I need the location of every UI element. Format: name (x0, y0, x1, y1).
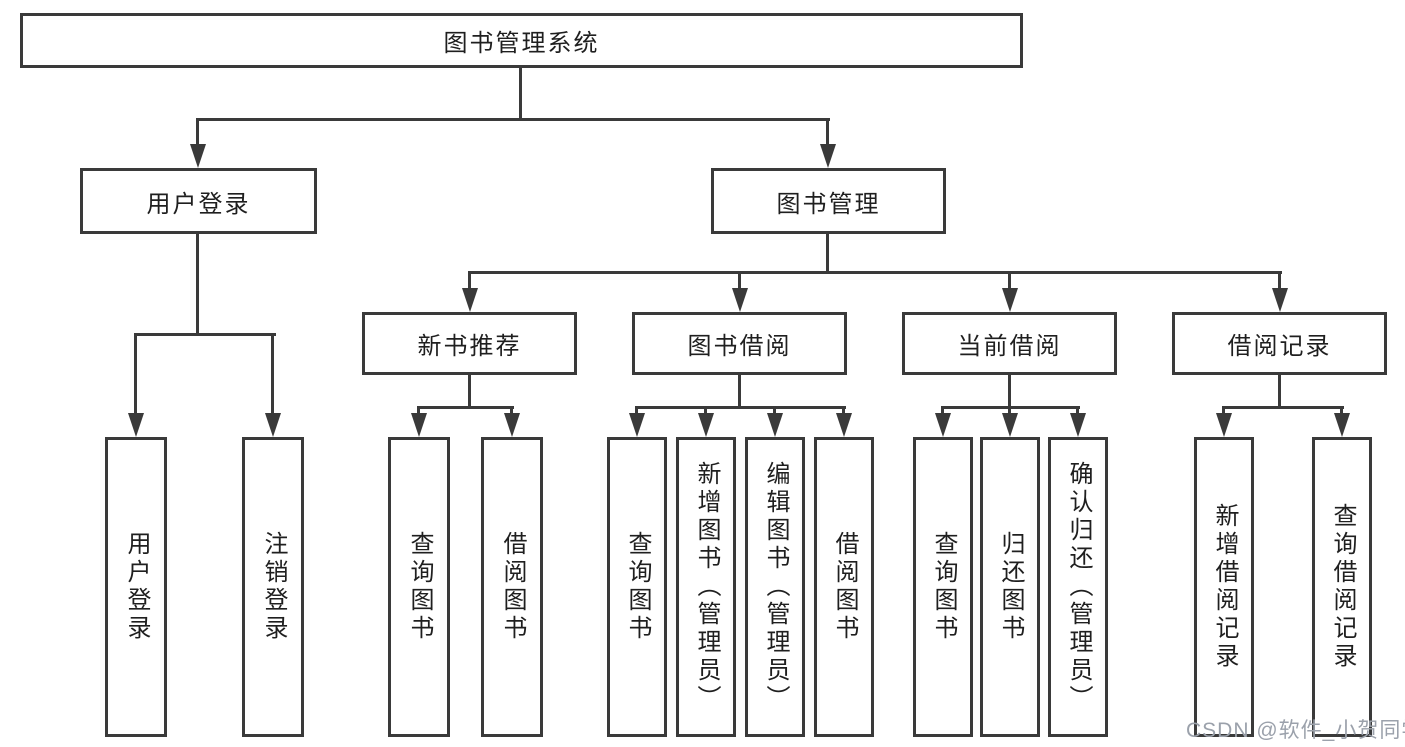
node-root-label: 图书管理系统 (443, 30, 600, 57)
connector-to-book-borrow (738, 271, 741, 291)
node-current-borrow: 当前借阅 (902, 312, 1117, 375)
arrow-down-icon (1334, 413, 1350, 437)
connector-to-leaf-login (134, 333, 137, 417)
arrow-down-icon (1216, 413, 1232, 437)
connector-to-borrow-records (1278, 271, 1281, 291)
leaf-logout-label: 注销登录 (260, 531, 287, 643)
node-borrow-records: 借阅记录 (1172, 312, 1387, 375)
node-borrow-records-label: 借阅记录 (1227, 333, 1332, 360)
connector-root-split (196, 118, 830, 121)
leaf-borrow-edit: 编辑图书（管理员） (745, 437, 805, 737)
connector-book-mgmt-split (468, 271, 1282, 274)
arrow-down-icon (732, 288, 748, 312)
connector-book-borrow-split (635, 406, 846, 409)
arrow-down-icon (504, 413, 520, 437)
leaf-new-books-borrow-label: 借阅图书 (499, 531, 526, 643)
connector-to-book-mgmt (826, 118, 829, 150)
connector-to-current-borrow (1008, 271, 1011, 291)
node-current-borrow-label: 当前借阅 (957, 333, 1062, 360)
arrow-down-icon (1002, 288, 1018, 312)
leaf-borrow-edit-label: 编辑图书（管理员） (762, 461, 789, 713)
leaf-new-books-borrow: 借阅图书 (481, 437, 543, 737)
leaf-borrow-book-label: 借阅图书 (831, 531, 858, 643)
leaf-records-add: 新增借阅记录 (1194, 437, 1254, 737)
node-root: 图书管理系统 (20, 13, 1023, 68)
node-book-borrow: 图书借阅 (632, 312, 847, 375)
arrow-down-icon (411, 413, 427, 437)
csdn-watermark: CSDN @软件_小贺同学 (1186, 719, 1405, 742)
leaf-borrow-book: 借阅图书 (814, 437, 874, 737)
connector-to-user-login (196, 118, 199, 150)
arrow-down-icon (265, 413, 281, 437)
arrow-down-icon (1272, 288, 1288, 312)
node-book-mgmt: 图书管理 (711, 168, 946, 234)
leaf-new-books-query-label: 查询图书 (406, 531, 433, 643)
arrow-down-icon (128, 413, 144, 437)
leaf-user-login: 用户登录 (105, 437, 167, 737)
arrow-down-icon (820, 144, 836, 168)
arrow-down-icon (767, 413, 783, 437)
leaf-records-query: 查询借阅记录 (1312, 437, 1372, 737)
connector-borrow-records-split (1222, 406, 1344, 409)
connector-book-borrow-stem (738, 375, 741, 409)
node-book-borrow-label: 图书借阅 (687, 333, 792, 360)
arrow-down-icon (1070, 413, 1086, 437)
connector-borrow-records-stem (1278, 375, 1281, 409)
node-new-books-label: 新书推荐 (417, 333, 522, 360)
arrow-down-icon (462, 288, 478, 312)
leaf-current-query-label: 查询图书 (930, 531, 957, 643)
leaf-current-return-label: 归还图书 (997, 531, 1024, 643)
leaf-user-login-label: 用户登录 (123, 531, 150, 643)
leaf-borrow-add: 新增图书（管理员） (676, 437, 736, 737)
leaf-current-confirm-return: 确认归还（管理员） (1048, 437, 1108, 737)
arrow-down-icon (1002, 413, 1018, 437)
connector-to-leaf-logout (271, 333, 274, 417)
node-user-login: 用户登录 (80, 168, 317, 234)
leaf-records-add-label: 新增借阅记录 (1211, 503, 1238, 671)
leaf-current-confirm-return-label: 确认归还（管理员） (1065, 461, 1092, 713)
arrow-down-icon (935, 413, 951, 437)
connector-user-login-split (134, 333, 276, 336)
leaf-borrow-add-label: 新增图书（管理员） (693, 461, 720, 713)
leaf-borrow-query-label: 查询图书 (624, 531, 651, 643)
leaf-new-books-query: 查询图书 (388, 437, 450, 737)
leaf-current-return: 归还图书 (980, 437, 1040, 737)
connector-book-mgmt-stem (826, 234, 829, 274)
connector-new-books-stem (468, 375, 471, 409)
leaf-current-query: 查询图书 (913, 437, 973, 737)
arrow-down-icon (629, 413, 645, 437)
arrow-down-icon (836, 413, 852, 437)
arrow-down-icon (698, 413, 714, 437)
node-new-books: 新书推荐 (362, 312, 577, 375)
connector-to-new-books (468, 271, 471, 291)
node-book-mgmt-label: 图书管理 (776, 190, 881, 218)
connector-current-borrow-stem (1008, 375, 1011, 409)
leaf-borrow-query: 查询图书 (607, 437, 667, 737)
leaf-logout: 注销登录 (242, 437, 304, 737)
connector-new-books-split (417, 406, 514, 409)
connector-user-login-stem (196, 234, 199, 336)
arrow-down-icon (190, 144, 206, 168)
node-user-login-label: 用户登录 (146, 190, 251, 218)
leaf-records-query-label: 查询借阅记录 (1329, 503, 1356, 671)
connector-root-stem (519, 68, 522, 121)
